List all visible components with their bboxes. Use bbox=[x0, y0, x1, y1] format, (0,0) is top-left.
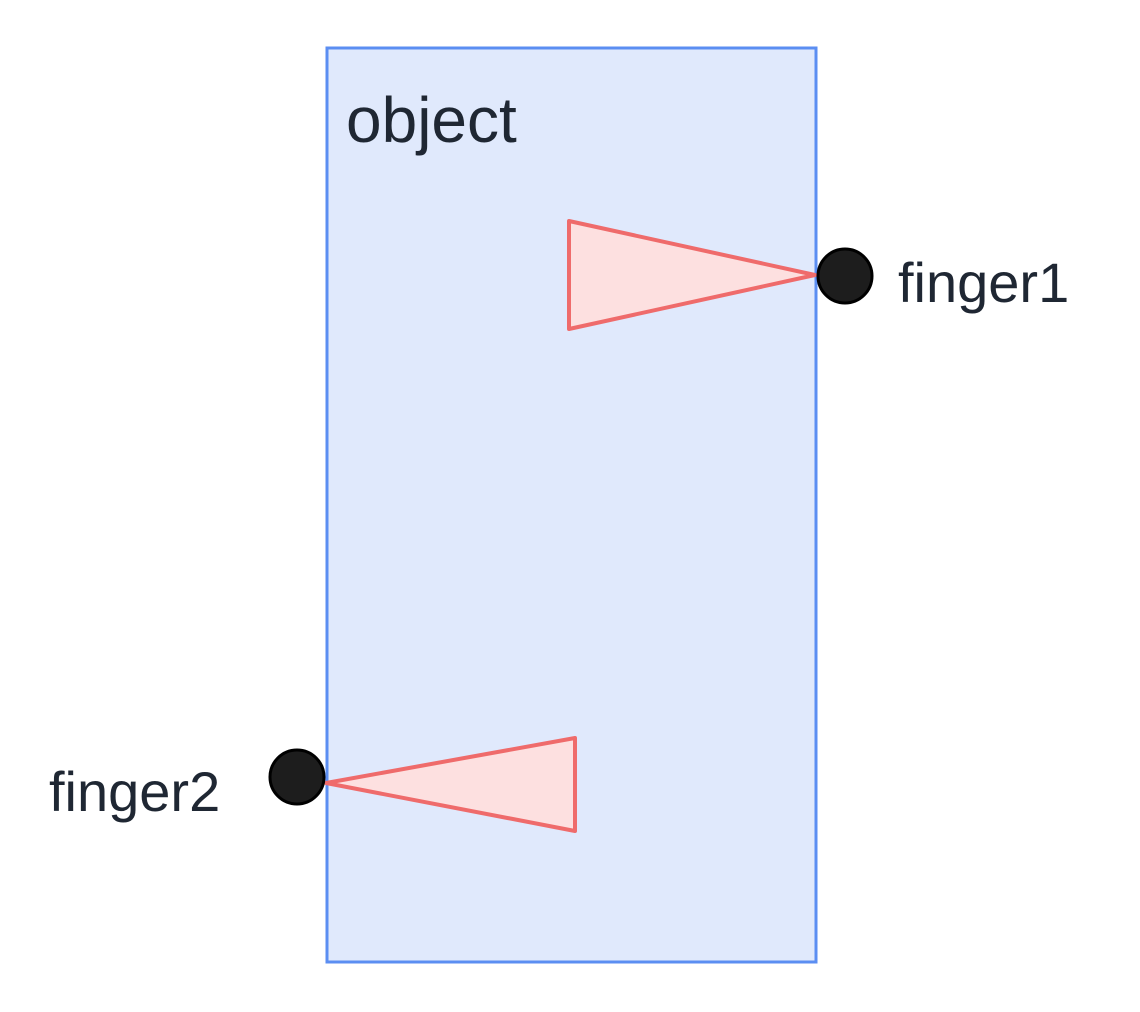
finger2-label: finger2 bbox=[49, 760, 220, 823]
finger1-label: finger1 bbox=[898, 251, 1069, 314]
finger2-force-cone bbox=[324, 736, 577, 833]
finger2-contact-dot bbox=[268, 748, 326, 806]
finger1-contact-dot bbox=[816, 247, 874, 305]
object-label: object bbox=[346, 84, 517, 156]
finger1-force-cone bbox=[567, 219, 817, 331]
